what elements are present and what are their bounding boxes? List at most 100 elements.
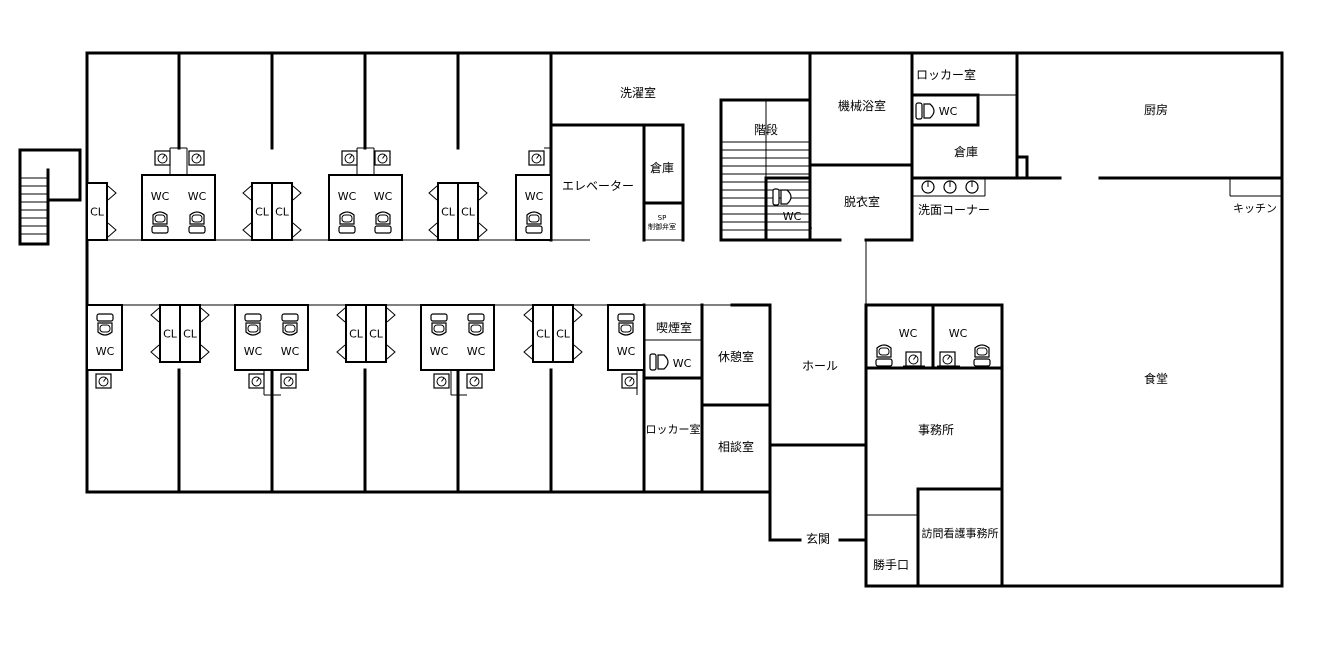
sink-tap	[288, 377, 292, 382]
toilet-tank	[973, 358, 991, 367]
labels: 洗濯室 機械浴室 ロッカー室 倉庫 厨房 階段 エレベーター 倉庫 SP 制御弁…	[562, 67, 1277, 572]
room-label-nursing-office: 訪問看護事務所	[922, 526, 999, 540]
sink-icon	[248, 373, 265, 389]
sink-icon	[466, 373, 483, 389]
room-label-sp: SP	[658, 214, 667, 222]
toilet-tank	[281, 313, 299, 322]
sink-icon	[905, 351, 922, 367]
sink-icon	[621, 373, 638, 389]
sink-bowl	[908, 354, 919, 365]
sink-tap	[441, 377, 445, 382]
sink-icon	[374, 150, 391, 166]
toilet-icon	[649, 353, 669, 371]
sink-tap	[382, 154, 386, 159]
closet	[86, 182, 108, 241]
closet	[552, 304, 574, 363]
closet-label: CL	[163, 328, 178, 341]
toilet-icon	[281, 313, 299, 336]
room-label-storage-elev: 倉庫	[650, 160, 674, 175]
sink-tap	[913, 355, 917, 360]
toilet-seat	[284, 324, 296, 333]
wc-label: WC	[949, 327, 968, 340]
toilet-seat	[99, 324, 111, 333]
toilet-tank	[467, 313, 485, 322]
sink-icon	[188, 150, 205, 166]
toilet-icon	[374, 211, 392, 234]
closet	[179, 304, 201, 363]
closet-door-mark	[200, 307, 210, 323]
closet	[271, 182, 293, 241]
wc-label: WC	[338, 190, 357, 203]
room-label-hall: ホール	[802, 359, 838, 373]
closet-label: CL	[441, 206, 456, 219]
sink-tap	[947, 355, 951, 360]
toilet-seat	[377, 214, 389, 223]
room-label-kitchenette: キッチン	[1233, 202, 1277, 215]
toilet-tank	[617, 313, 635, 322]
toilet-seat	[191, 214, 203, 223]
toilet-tank	[374, 225, 392, 234]
sink-tap	[474, 377, 478, 382]
toilet-seat	[433, 324, 445, 333]
toilet-tank	[525, 225, 543, 234]
toilet-tank	[151, 225, 169, 234]
toilet-icon	[188, 211, 206, 234]
toilet-seat	[976, 347, 988, 356]
wc-label: WC	[430, 345, 449, 358]
room-label-office: 事務所	[918, 423, 954, 437]
closet-door-mark	[150, 307, 160, 323]
sink-tap	[196, 154, 200, 159]
closet-label: CL	[369, 328, 384, 341]
sink-tap	[629, 377, 633, 382]
closet-door-mark	[428, 222, 438, 238]
closet	[457, 182, 479, 241]
closet-label: CL	[183, 328, 198, 341]
thin-lines	[20, 94, 1282, 516]
wc-label: WC	[525, 190, 544, 203]
toilet-icon	[617, 313, 635, 336]
sink-tap	[256, 377, 260, 382]
closet-label: CL	[255, 206, 270, 219]
sink-bowl	[251, 376, 262, 387]
wc-label: WC	[673, 357, 692, 370]
toilet-icon	[525, 211, 543, 234]
sink-icon	[939, 351, 956, 367]
sink-tap	[349, 154, 353, 159]
room-label-entrance: 玄関	[806, 531, 830, 546]
toilet-icon	[973, 344, 991, 367]
sink-bowl	[624, 376, 635, 387]
wc-label: WC	[467, 345, 486, 358]
toilet-tank	[649, 353, 657, 371]
wc-label: WC	[374, 190, 393, 203]
sink-icon	[528, 150, 545, 166]
wc-label: WC	[939, 105, 958, 118]
wc-label: WC	[151, 190, 170, 203]
room-label-consult: 相談室	[718, 439, 754, 454]
wc-label: WC	[188, 190, 207, 203]
closet-door-mark	[200, 344, 210, 360]
closet-door-mark	[523, 344, 533, 360]
sink-icon	[341, 150, 358, 166]
closet-door-mark	[478, 222, 488, 238]
wc-label: WC	[96, 345, 115, 358]
sink-icon	[154, 150, 171, 166]
room-label-control-valve: 制御弁室	[648, 222, 676, 231]
toilet-tank	[96, 313, 114, 322]
toilet-tank	[430, 313, 448, 322]
closet-label: CL	[349, 328, 364, 341]
toilet-seat	[470, 324, 482, 333]
toilet-tank	[338, 225, 356, 234]
room-label-smoking: 喫煙室	[656, 320, 692, 335]
closet-door-mark	[478, 185, 488, 201]
toilet-seat	[620, 324, 632, 333]
closet-door-mark	[107, 222, 117, 238]
sink-bowl	[469, 376, 480, 387]
closet-door-mark	[386, 344, 396, 360]
toilet-icon	[772, 188, 792, 206]
room-label-laundry: 洗濯室	[620, 85, 656, 100]
room-label-machine-bath: 機械浴室	[838, 98, 886, 113]
room-label-washroom: 洗面コーナー	[918, 203, 990, 217]
wc-label: WC	[244, 345, 263, 358]
closet-label: CL	[90, 206, 105, 219]
room-label-stairs: 階段	[754, 122, 778, 137]
